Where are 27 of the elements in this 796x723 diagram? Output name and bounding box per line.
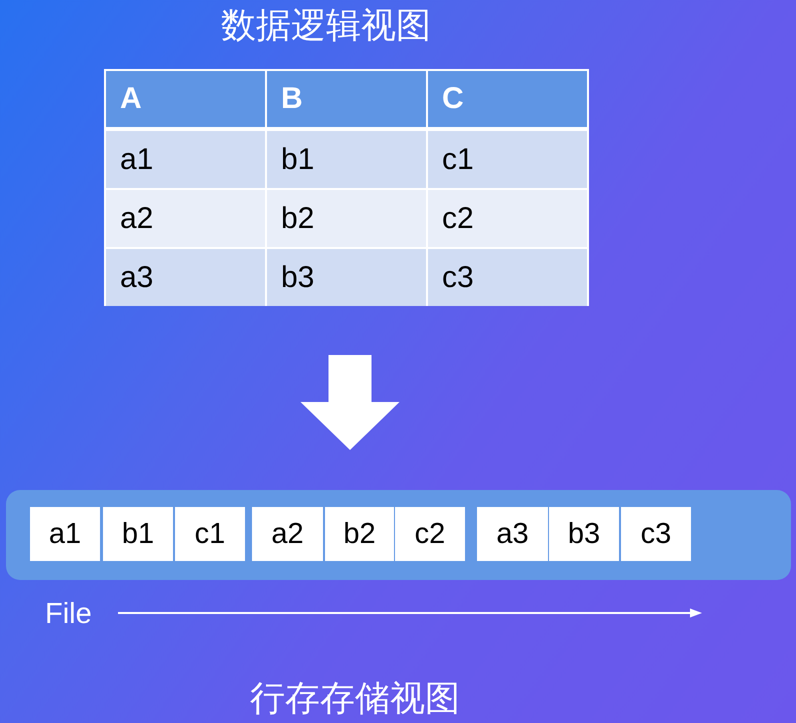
table-cell: a3 (106, 249, 265, 306)
table-cell: b2 (267, 190, 426, 247)
storage-cell: b1 (103, 507, 173, 561)
storage-cell: a3 (477, 507, 548, 561)
table-cell: a2 (106, 190, 265, 247)
file-label: File (45, 597, 92, 631)
diagram-title: 数据逻辑视图 (221, 6, 431, 46)
column-header: B (267, 71, 426, 127)
storage-band (6, 490, 791, 580)
table-cell: c2 (428, 190, 587, 247)
storage-cell: a2 (252, 507, 323, 561)
diagram-caption: 行存存储视图 (250, 679, 460, 719)
table-cell: b1 (267, 131, 426, 188)
column-header: C (428, 71, 587, 127)
storage-cell: b3 (549, 507, 619, 561)
table-cell: b3 (267, 249, 426, 306)
storage-cell: c1 (175, 507, 245, 561)
storage-cell: a1 (30, 507, 100, 561)
table-cell: c1 (428, 131, 587, 188)
column-header: A (106, 71, 265, 127)
table-cell: c3 (428, 249, 587, 306)
table-cell: a1 (106, 131, 265, 188)
storage-cell: b2 (325, 507, 394, 561)
storage-cell: c2 (395, 507, 465, 561)
block-arrow (300, 355, 400, 450)
data-table (104, 69, 589, 306)
storage-cell: c3 (621, 507, 691, 561)
